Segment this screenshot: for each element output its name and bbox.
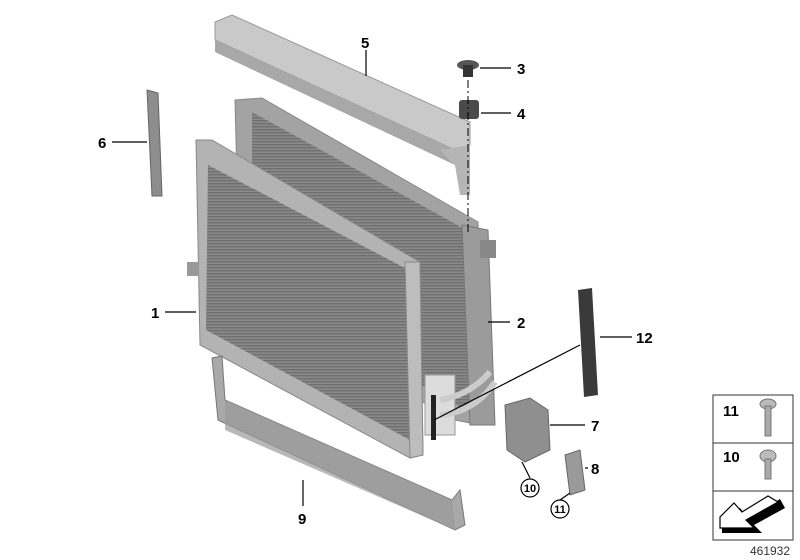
callout-3: 3 [517,61,525,78]
reference-number: 461932 [750,544,790,558]
legend-number-10: 10 [723,449,740,466]
callout-7: 7 [591,418,599,435]
short-screw-icon [759,449,777,480]
callout-2: 2 [517,315,525,332]
callout-4: 4 [517,106,526,123]
circled-callout-10 [520,478,540,498]
lower-air-guide [211,355,466,531]
legend-number-11: 11 [723,403,739,420]
upper-air-shroud [214,14,471,195]
long-screw-icon [759,398,777,437]
callout-8: 8 [591,461,599,478]
callout-6: 6 [98,135,106,152]
circled-callout-10-text: 10 [524,483,536,495]
rubber-mount [459,100,479,119]
callout-12: 12 [636,330,653,347]
condenser [187,139,424,459]
callout-9: 9 [298,511,306,528]
bracket-8 [564,449,586,496]
circled-callout-11-text: 11 [554,504,566,516]
circled-callout-11 [550,499,570,519]
callout-1: 1 [151,305,159,322]
callout-5: 5 [361,35,369,52]
hardware-legend: 11 10 [712,394,794,541]
leader-lines [112,50,632,506]
direction-arrow-icon [719,495,785,533]
side-seal [146,89,163,197]
seal-strip [578,288,598,397]
bracket-top [457,60,479,77]
bracket-7 [504,397,551,463]
